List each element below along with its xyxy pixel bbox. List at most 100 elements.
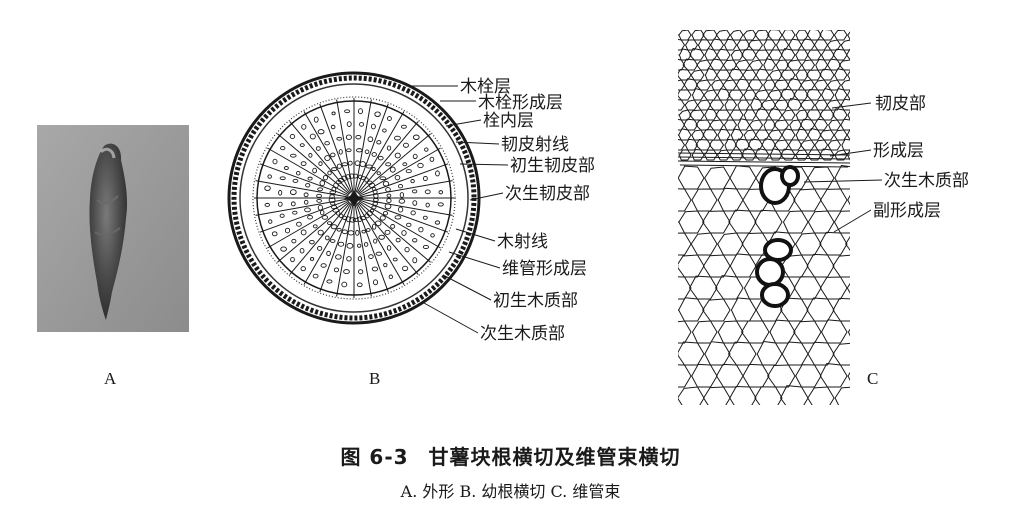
tissue-cell: [695, 79, 712, 91]
tissue-cell: [846, 48, 850, 61]
vessel-cell: [404, 246, 410, 253]
vessel-cell: [357, 282, 363, 288]
ray-line: [357, 202, 419, 275]
vessel-cell: [363, 242, 369, 247]
label-accessory-cambium: 副形成层: [873, 201, 941, 221]
tissue-cell: [767, 364, 796, 388]
tissue-cell: [766, 30, 783, 41]
vessel-cell: [394, 135, 401, 141]
panel-b-cross-section: [227, 71, 481, 325]
vessel-cell: [394, 174, 401, 181]
vessel-cell: [341, 162, 348, 167]
tissue-cell: [678, 232, 692, 256]
tissue-cell: [807, 166, 835, 190]
tissue-cell: [819, 231, 848, 256]
tissue-cell: [741, 48, 757, 61]
tissue-cell: [754, 386, 783, 405]
tissue-cell: [807, 127, 822, 141]
vessel-cell: [343, 269, 350, 275]
tissue-cell: [749, 98, 764, 111]
tissue-cell: [709, 99, 725, 111]
vessel-cell: [264, 185, 271, 192]
tissue-cell: [734, 138, 751, 151]
tissue-cell: [833, 30, 848, 41]
vessel-cell: [290, 153, 297, 158]
vessel-cell: [385, 187, 391, 193]
label-secondary-xylem: 次生木质部: [480, 324, 565, 344]
parenchyma-cells: [678, 30, 850, 431]
vessel-cell: [324, 155, 331, 162]
vessel-cell: [375, 251, 383, 256]
tissue-cell: [710, 38, 725, 51]
tissue-cell: [702, 254, 731, 278]
vessel-cell: [317, 229, 324, 236]
tissue-cell: [819, 188, 848, 212]
tissue-cell: [717, 320, 744, 344]
tissue-cell: [715, 275, 744, 300]
vessel-cell: [280, 145, 286, 151]
tissue-cell: [822, 408, 847, 431]
tissue-cell: [840, 79, 850, 91]
tissue-cell: [691, 363, 718, 388]
label-secondary-phloem: 次生韧皮部: [505, 184, 590, 204]
tissue-cell: [728, 341, 757, 366]
tissue-cell: [795, 109, 809, 121]
tissue-cell: [723, 119, 738, 131]
vessel-cell: [346, 148, 352, 153]
tissue-cell: [789, 119, 803, 131]
tissue-cell: [819, 30, 835, 41]
tissue-cell: [704, 108, 718, 121]
vessel-cell: [437, 202, 444, 207]
vessel-cell: [438, 190, 444, 195]
tissue-cell: [702, 30, 718, 41]
label-primary-phloem: 初生韧皮部: [510, 156, 595, 176]
tissue-cell: [786, 97, 803, 111]
vessel-cell: [338, 213, 344, 219]
vessel-cell: [301, 124, 307, 130]
tissue-cell: [690, 69, 705, 81]
tissue-cell: [787, 139, 803, 151]
tissue-cell: [742, 69, 757, 81]
tissue-cell: [834, 68, 848, 81]
tissue-cell: [678, 134, 679, 136]
tissue-cell: [755, 108, 770, 121]
tissue-cell: [678, 386, 705, 405]
tissue-cell: [729, 165, 757, 190]
vessel-cell: [308, 152, 313, 158]
tissue-cell: [828, 119, 842, 131]
tissue-cell: [821, 87, 835, 101]
vessel-cell: [357, 243, 362, 248]
vessel-cell: [386, 145, 392, 151]
tissue-cell: [795, 149, 809, 161]
tissue-cell: [799, 118, 816, 131]
tissue-cell: [768, 107, 783, 121]
vessel-cell: [399, 192, 405, 198]
tissue-cell: [775, 39, 790, 51]
tissue-cell: [795, 49, 809, 61]
tissue-cell: [715, 30, 731, 41]
tissue-cell: [807, 210, 835, 234]
vessel-cell: [412, 153, 418, 160]
tissue-cell: [691, 30, 705, 41]
vessel-cell: [341, 281, 348, 288]
tissue-cell: [729, 149, 744, 161]
vessel-cell: [373, 193, 379, 199]
vessel-cell: [330, 152, 336, 158]
vessel-cell: [386, 193, 392, 198]
cork-cambium-ring: [231, 75, 477, 321]
tissue-cell: [805, 89, 822, 101]
tissue-cell: [678, 341, 705, 366]
vessel-cell: [336, 136, 343, 141]
vessel-cell: [359, 122, 365, 127]
tissue-cell: [819, 276, 848, 300]
tissue-cell: [748, 119, 764, 131]
vessel-cell: [364, 177, 369, 183]
vessel-cell: [368, 254, 374, 259]
tissue-cell: [755, 129, 770, 141]
tissue-cell: [805, 69, 822, 81]
tissue-cell: [696, 99, 712, 111]
vessel-cell: [368, 182, 376, 189]
tissue-cell: [813, 39, 829, 51]
tissue-cell: [718, 409, 743, 431]
tissue-cell: [814, 139, 829, 151]
